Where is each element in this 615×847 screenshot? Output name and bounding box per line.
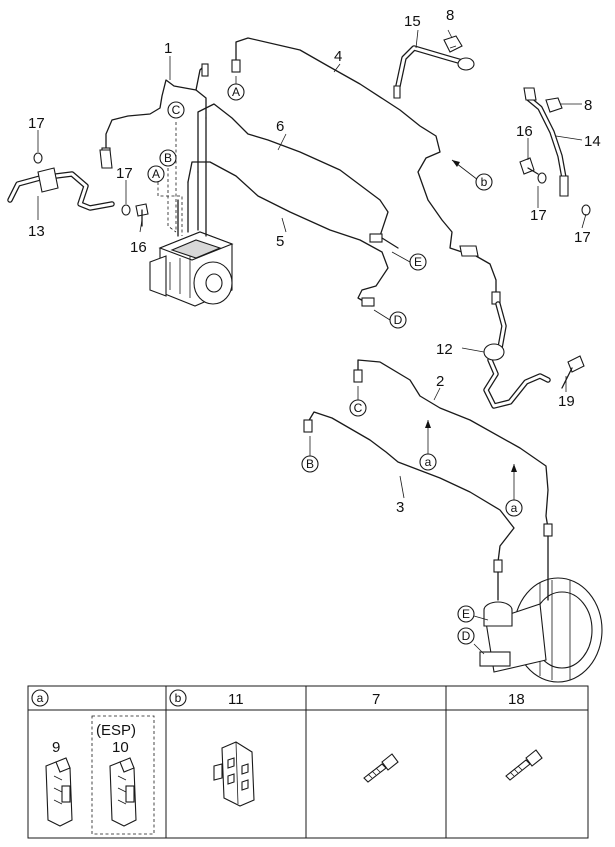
- table-header-a: a: [37, 691, 44, 705]
- brake-hose-15: [393, 45, 475, 99]
- callout-2: 2: [436, 373, 444, 390]
- callout-8-top: 8: [446, 7, 454, 24]
- callout-19: 19: [558, 393, 575, 410]
- callout-17-left: 17: [28, 115, 45, 132]
- ref-a-clip-right: a: [511, 501, 518, 515]
- callout-8-right: 8: [584, 97, 592, 114]
- bolt-18: [505, 749, 543, 781]
- callout-14: 14: [584, 133, 601, 150]
- callout-numbers: 1 4 6 5 15 8 8 14 16 17 17 17 17 13 16 1…: [28, 7, 601, 516]
- ref-C-module: C: [172, 103, 181, 117]
- ref-A-pipe4: A: [232, 85, 240, 99]
- brake-pipe-6: [197, 103, 399, 249]
- table-header-18: 18: [508, 691, 525, 708]
- callout-17-right: 17: [530, 207, 547, 224]
- bolt-16-right: [519, 157, 539, 175]
- table-a-number-10: 10: [112, 739, 129, 756]
- callout-13: 13: [28, 223, 45, 240]
- callout-17-farright: 17: [574, 229, 591, 246]
- parts-table: a b 11 7 18 9 (ESP) 10: [27, 685, 589, 839]
- circled-reference-letters: A C B A E D C B a a b E D: [147, 83, 523, 645]
- ref-D-master: D: [462, 629, 471, 643]
- callout-16-left: 16: [130, 239, 147, 256]
- clip-8-top: [443, 29, 463, 53]
- brake-pipe-3: [303, 411, 515, 573]
- ref-D-pipe5: D: [394, 313, 403, 327]
- table-a-number-9: 9: [52, 739, 60, 756]
- brake-pipe-5: [187, 161, 389, 307]
- brake-booster-master-cylinder: [479, 535, 603, 683]
- clip-11: [213, 741, 255, 807]
- bolt-7: [363, 753, 399, 783]
- callout-17-mid: 17: [116, 165, 133, 182]
- ref-E-pipe6: E: [414, 255, 422, 269]
- brake-hose-12: [483, 301, 551, 409]
- brake-pipe-4: [231, 37, 501, 305]
- callout-12: 12: [436, 341, 453, 358]
- callout-6: 6: [276, 118, 284, 135]
- arrow-markers: [425, 160, 517, 472]
- ref-A-module: A: [152, 167, 160, 181]
- ref-B-module: B: [164, 151, 172, 165]
- washer-17-right: [537, 172, 591, 216]
- clip-8-right: [545, 97, 563, 113]
- ref-B-pipe3: B: [306, 457, 314, 471]
- callout-3: 3: [396, 499, 404, 516]
- callout-5: 5: [276, 233, 284, 250]
- abs-hydraulic-unit: [149, 117, 234, 307]
- ref-b-clip: b: [481, 175, 488, 189]
- bolt-19: [561, 355, 585, 389]
- table-header-11: 11: [228, 691, 244, 708]
- brake-hose-14: [523, 87, 569, 197]
- callout-1: 1: [164, 40, 172, 57]
- washer-17-left: [33, 152, 131, 216]
- ref-a-clip-mid: a: [425, 455, 432, 469]
- brake-hose-13: [7, 149, 115, 211]
- table-header-7: 7: [372, 691, 380, 708]
- ref-C-pipe2: C: [354, 401, 363, 415]
- bolt-16-left: [135, 203, 149, 227]
- callout-4: 4: [334, 48, 342, 65]
- ref-E-master: E: [462, 607, 470, 621]
- callout-15: 15: [404, 13, 421, 30]
- clip-10: [109, 757, 137, 827]
- brake-pipe-1: [101, 63, 209, 159]
- clip-9: [45, 757, 73, 827]
- table-header-b: b: [175, 691, 182, 705]
- table-a-esp-label: (ESP): [96, 722, 136, 739]
- callout-16-right: 16: [516, 123, 533, 140]
